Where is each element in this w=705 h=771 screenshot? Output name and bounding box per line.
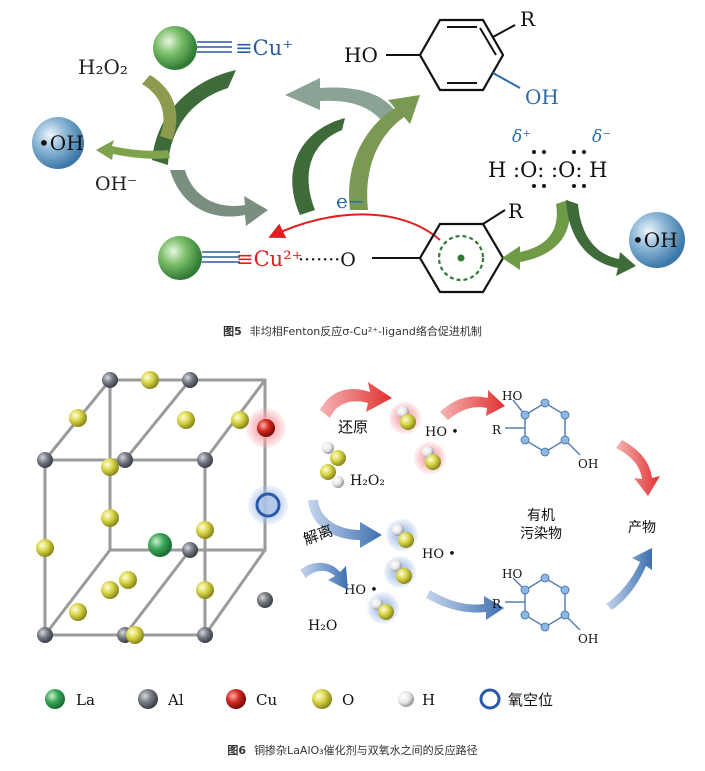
oxidation-arrow-bottom — [426, 590, 504, 620]
figure5-caption-text: 非均相Fenton反应σ-Cu²⁺-ligand络合促进机制 — [249, 325, 482, 338]
delta-minus: δ⁻ — [592, 127, 611, 147]
svg-text:氧空位: 氧空位 — [508, 691, 553, 709]
cycle-arrow-ligand-up — [349, 95, 420, 210]
mol-top-oh: OH — [578, 457, 598, 471]
mol-bot-ho: HO — [502, 567, 522, 581]
electron-transfer-arrow — [268, 213, 441, 241]
oxidation-arrow-top — [440, 390, 505, 420]
vacancy-halo — [248, 485, 288, 525]
product-arrow-top — [616, 440, 660, 496]
dissociation-arrow — [308, 500, 382, 548]
legend-item-h: H — [398, 691, 435, 709]
lone-pair-dots — [532, 150, 586, 188]
product-benzene-ring — [386, 18, 521, 92]
cycle-arrow-left-bottom — [170, 170, 268, 226]
delta-plus: δ⁺ — [512, 127, 531, 147]
h2o2-label: H₂O₂ — [78, 55, 128, 79]
legend-item-la: La — [45, 689, 95, 709]
legend: La Al Cu O H 氧空位 — [45, 688, 553, 710]
ho-radical-label-2: HO • — [422, 547, 456, 562]
organic-pollutant-line1: 有机 — [527, 508, 555, 524]
product-arrow-bottom — [606, 548, 652, 610]
organic-molecule-bottom — [505, 577, 581, 631]
h2o2-label-fig6: H₂O₂ — [350, 473, 385, 489]
figure6-caption-text: 铜掺杂LaAlO₃催化剂与双氧水之间的反应路径 — [254, 744, 478, 757]
oh-minus-label: OH⁻ — [95, 173, 137, 195]
figure6-caption: 图6 铜掺杂LaAlO₃催化剂与双氧水之间的反应路径 — [0, 742, 705, 758]
legend-item-oxygen-vacancy: 氧空位 — [479, 688, 553, 710]
complexed-benzene-ring — [418, 209, 506, 294]
figure6-caption-label: 图6 — [227, 744, 247, 757]
mol-bot-oh: OH — [578, 632, 598, 646]
cu-plus-sphere — [153, 26, 197, 70]
product-label: 产物 — [628, 520, 656, 536]
organic-pollutant-line2: 污染物 — [520, 526, 562, 542]
electron-label: e− — [336, 189, 365, 213]
h2o2-lewis-structure: H :O: :O: H — [488, 158, 607, 182]
figure5-caption-label: 图5 — [223, 325, 242, 338]
cu-plus-label: ≡Cu⁺ — [235, 36, 293, 60]
svg-text:H: H — [422, 691, 435, 709]
reduction-label: 还原 — [338, 418, 368, 436]
cycle-arrow-right-bottom — [292, 118, 345, 215]
o-atoms — [36, 371, 249, 644]
figure6-diagram: 还原 H₂O₂ HO • HO R OH — [36, 371, 660, 646]
oh-radical-sphere-left — [32, 117, 84, 169]
oh-radical-label-left: •OH — [38, 131, 84, 155]
h2o2-molecule — [320, 442, 346, 488]
ho-radical-label-1: HO • — [425, 425, 459, 440]
svg-text:Cu: Cu — [256, 691, 277, 709]
ho-radical-label-3: HO • — [344, 583, 378, 598]
cu2plus-sphere — [158, 236, 202, 280]
legend-item-o: O — [312, 689, 354, 709]
svg-text:La: La — [76, 691, 95, 709]
mol-top-r: R — [492, 423, 502, 437]
r-group-bottom: R — [508, 199, 524, 223]
cycle-arrow-to-oh — [96, 140, 170, 160]
figure5-diagram: ≡Cu⁺ H₂O₂ •OH OH⁻ e− ≡Cu²⁺ ·······O — [32, 7, 685, 294]
svg-text:O: O — [342, 691, 354, 709]
legend-item-cu: Cu — [226, 689, 277, 709]
oh-radical-label-right: •OH — [632, 228, 678, 252]
oh-group-label: OH — [525, 85, 559, 109]
la-atom — [148, 533, 172, 557]
cycle-arrow-right-top — [285, 78, 400, 128]
r-group-top: R — [520, 7, 536, 31]
legend-item-al: Al — [138, 689, 184, 709]
cu2plus-label: ≡Cu²⁺ — [236, 247, 303, 271]
h2o-arrow — [300, 562, 348, 590]
reduction-arrow — [320, 382, 392, 418]
cu-atom — [257, 419, 275, 437]
cycle-arrow-h2o2-branch — [142, 75, 177, 140]
h2o-label: H₂O — [308, 618, 337, 634]
svg-text:Al: Al — [167, 691, 184, 709]
oxygen-vacancy-marker — [255, 492, 281, 518]
ligand-link-label: ·······O — [298, 249, 356, 271]
dissociation-label: 解离 — [301, 521, 335, 548]
ho-group-label: HO — [344, 43, 378, 67]
al-atoms — [37, 372, 273, 643]
h2o2-split-arrow-left — [502, 200, 570, 270]
figure5-caption: 图5 非均相Fenton反应σ-Cu²⁺-ligand络合促进机制 — [0, 323, 705, 339]
organic-molecule-top — [505, 399, 581, 456]
mol-top-ho: HO — [502, 389, 522, 403]
oh-radical-sphere-right — [629, 212, 685, 268]
mol-bot-r: R — [492, 597, 502, 611]
h2o2-split-arrow-right — [566, 200, 636, 276]
